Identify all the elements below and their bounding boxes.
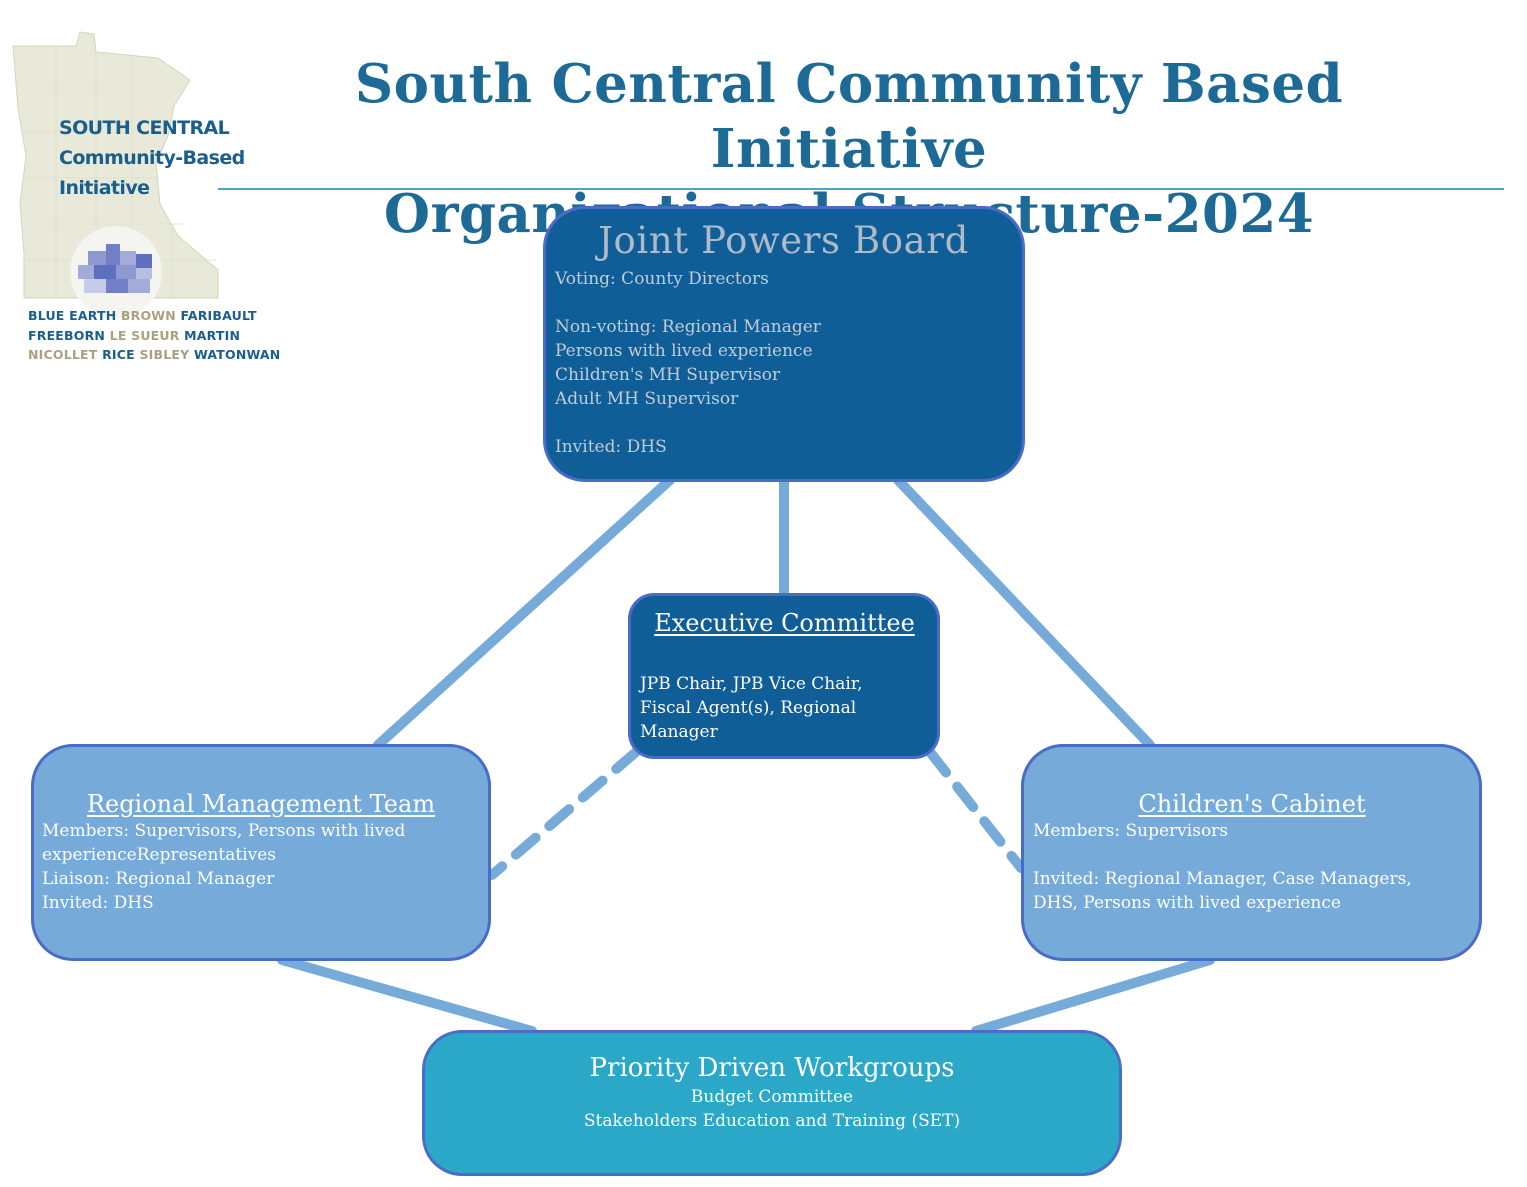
county-name: FREEBORN: [28, 328, 106, 343]
logo-county-row-1: BLUE EARTH BROWN FARIBAULT: [28, 308, 257, 323]
joint-powers-board-box: Joint Powers Board Voting: County Direct…: [543, 206, 1025, 482]
exec-member-line: Fiscal Agent(s), Regional: [640, 698, 857, 718]
jpb-non-voting-line: Non-voting: Regional Manager: [555, 317, 821, 337]
county-name: FARIBAULT: [180, 308, 257, 323]
cabinet-members: Members: Supervisors: [1033, 821, 1229, 841]
logo-county-row-3: NICOLLET RICE SIBLEY WATONWAN: [28, 347, 280, 362]
executive-committee-box: Executive Committee JPB Chair, JPB Vice …: [628, 593, 940, 759]
county-name: RICE: [102, 347, 135, 362]
childrens-cabinet-box: Children's Cabinet Members: Supervisors …: [1021, 744, 1482, 961]
jpb-non-voting-line: Adult MH Supervisor: [555, 389, 739, 409]
county-name: MARTIN: [184, 328, 241, 343]
county-name: SIBLEY: [139, 347, 190, 362]
rmt-line: Invited: DHS: [42, 893, 154, 913]
rmt-line: Members: Supervisors, Persons with lived: [42, 821, 406, 841]
connector-rmt-to-pdw: [277, 955, 537, 1036]
dashed-connector-exec-to-rmt: [487, 747, 641, 880]
connector-jpb-to-rmt: [373, 475, 675, 750]
childrens-cabinet-title: Children's Cabinet: [1138, 790, 1366, 818]
jpb-non-voting-line: Persons with lived experience: [555, 341, 813, 361]
logo-name-line-1: SOUTH CENTRAL: [59, 117, 230, 139]
cabinet-invited-line: DHS, Persons with lived experience: [1033, 893, 1341, 913]
logo-name-line-2: Community-Based: [59, 147, 245, 169]
priority-driven-workgroups-title: Priority Driven Workgroups: [589, 1053, 955, 1083]
cabinet-invited-line: Invited: Regional Manager, Case Managers…: [1033, 869, 1412, 889]
title-line-1: South Central Community Based Initiative: [354, 53, 1344, 180]
county-name: NICOLLET: [28, 347, 98, 362]
connector-jpb-to-cab: [893, 475, 1155, 750]
jpb-invited: Invited: DHS: [555, 437, 667, 457]
jpb-voting: Voting: County Directors: [555, 269, 769, 289]
regional-management-team-box: Regional Management Team Members: Superv…: [31, 744, 491, 961]
priority-driven-workgroups-box: Priority Driven Workgroups Budget Commit…: [422, 1030, 1122, 1176]
joint-powers-board-title: Joint Powers Board: [598, 219, 969, 262]
executive-committee-title: Executive Committee: [654, 609, 915, 637]
page-title: South Central Community Based Initiative…: [218, 52, 1480, 247]
county-name: WATONWAN: [193, 347, 281, 362]
jpb-non-voting-line: Children's MH Supervisor: [555, 365, 781, 385]
logo-name-line-3: Initiative: [59, 177, 150, 199]
county-name: BLUE EARTH: [28, 308, 117, 323]
minnesota-map-icon: [12, 31, 219, 318]
exec-member-line: JPB Chair, JPB Vice Chair,: [640, 674, 863, 694]
exec-member-line: Manager: [640, 722, 718, 742]
rmt-line: Liaison: Regional Manager: [42, 869, 275, 889]
logo-county-row-2: FREEBORN LE SUEUR MARTIN: [28, 328, 240, 343]
connector-cab-to-pdw: [971, 955, 1215, 1036]
workgroup-line: Budget Committee: [690, 1087, 854, 1107]
workgroup-line: Stakeholders Education and Training (SET…: [583, 1111, 961, 1131]
rmt-line: experienceRepresentatives: [42, 845, 277, 865]
regional-management-team-title: Regional Management Team: [86, 790, 436, 818]
logo: SOUTH CENTRAL Community-Based Initiative…: [8, 28, 280, 378]
county-name: BROWN: [120, 308, 176, 323]
county-name: LE SUEUR: [109, 328, 180, 343]
dashed-connector-exec-to-cab: [925, 747, 1026, 873]
title-divider: [218, 188, 1504, 190]
